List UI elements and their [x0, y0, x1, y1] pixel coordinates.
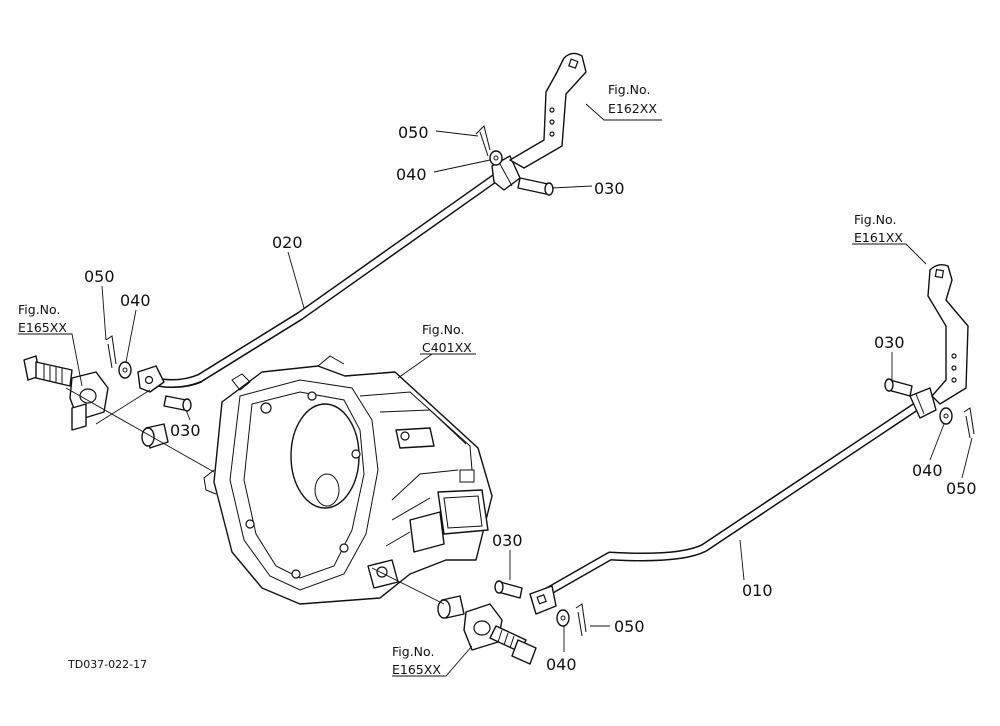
cotter-pin-050-top [475, 125, 491, 157]
fig-ref-e161-code: E161XX [854, 230, 903, 245]
axis-line-left [65, 387, 215, 473]
rod-010 [535, 399, 925, 601]
fig-ref-c401-prefix: Fig.No. [422, 322, 464, 337]
bolt-e165-bottom [489, 625, 537, 665]
callout-030-left: 030 [170, 421, 201, 440]
drawing-code: TD037-022-17 [67, 658, 147, 671]
bushing-bottom [437, 595, 465, 619]
fig-ref-e165-bottom-prefix: Fig.No. [392, 644, 434, 659]
callout-050-right: 050 [946, 479, 977, 498]
lever-e162 [509, 52, 587, 169]
cotter-pin-050-left [105, 335, 117, 369]
lever-e161 [927, 263, 969, 405]
callout-050-bottom: 050 [614, 617, 645, 636]
fig-ref-e165-bottom-code: E165XX [392, 662, 441, 677]
callout-040-left: 040 [120, 291, 151, 310]
pin-030-left [163, 395, 192, 412]
fig-ref-e165-left-code: E165XX [18, 320, 67, 335]
pin-030-bottom [494, 580, 523, 599]
cotter-pin-050-bottom [575, 603, 587, 637]
callout-010: 010 [742, 581, 773, 600]
callout-030-top: 030 [594, 179, 625, 198]
fig-ref-e162-prefix: Fig.No. [608, 82, 650, 97]
callout-040-bottom: 040 [546, 655, 577, 674]
cotter-pin-050-right [963, 407, 975, 439]
yoke-010-right [909, 387, 937, 419]
fig-ref-e161-prefix: Fig.No. [854, 212, 896, 227]
callout-020: 020 [272, 233, 303, 252]
fig-ref-e162-code: E162XX [608, 101, 657, 116]
callout-050-left: 050 [84, 267, 115, 286]
callout-040-right: 040 [912, 461, 943, 480]
callout-030-bottom: 030 [492, 531, 523, 550]
transmission-housing [203, 355, 493, 605]
callout-050-top: 050 [398, 123, 429, 142]
pin-030-right [884, 378, 913, 397]
callout-030-right: 030 [874, 333, 905, 352]
callout-040-top: 040 [396, 165, 427, 184]
leader-lines [18, 103, 973, 677]
rod-020 [143, 171, 503, 388]
yoke-020-lower [137, 365, 165, 393]
bolt-e165-left [23, 355, 73, 387]
axis-line-bottom [371, 567, 445, 605]
yoke-010-left [529, 585, 557, 615]
bushing-left [141, 423, 169, 449]
fig-ref-c401-code: C401XX [422, 340, 472, 355]
fig-ref-e165-left-prefix: Fig.No. [18, 302, 60, 317]
pin-030-top [517, 177, 554, 196]
